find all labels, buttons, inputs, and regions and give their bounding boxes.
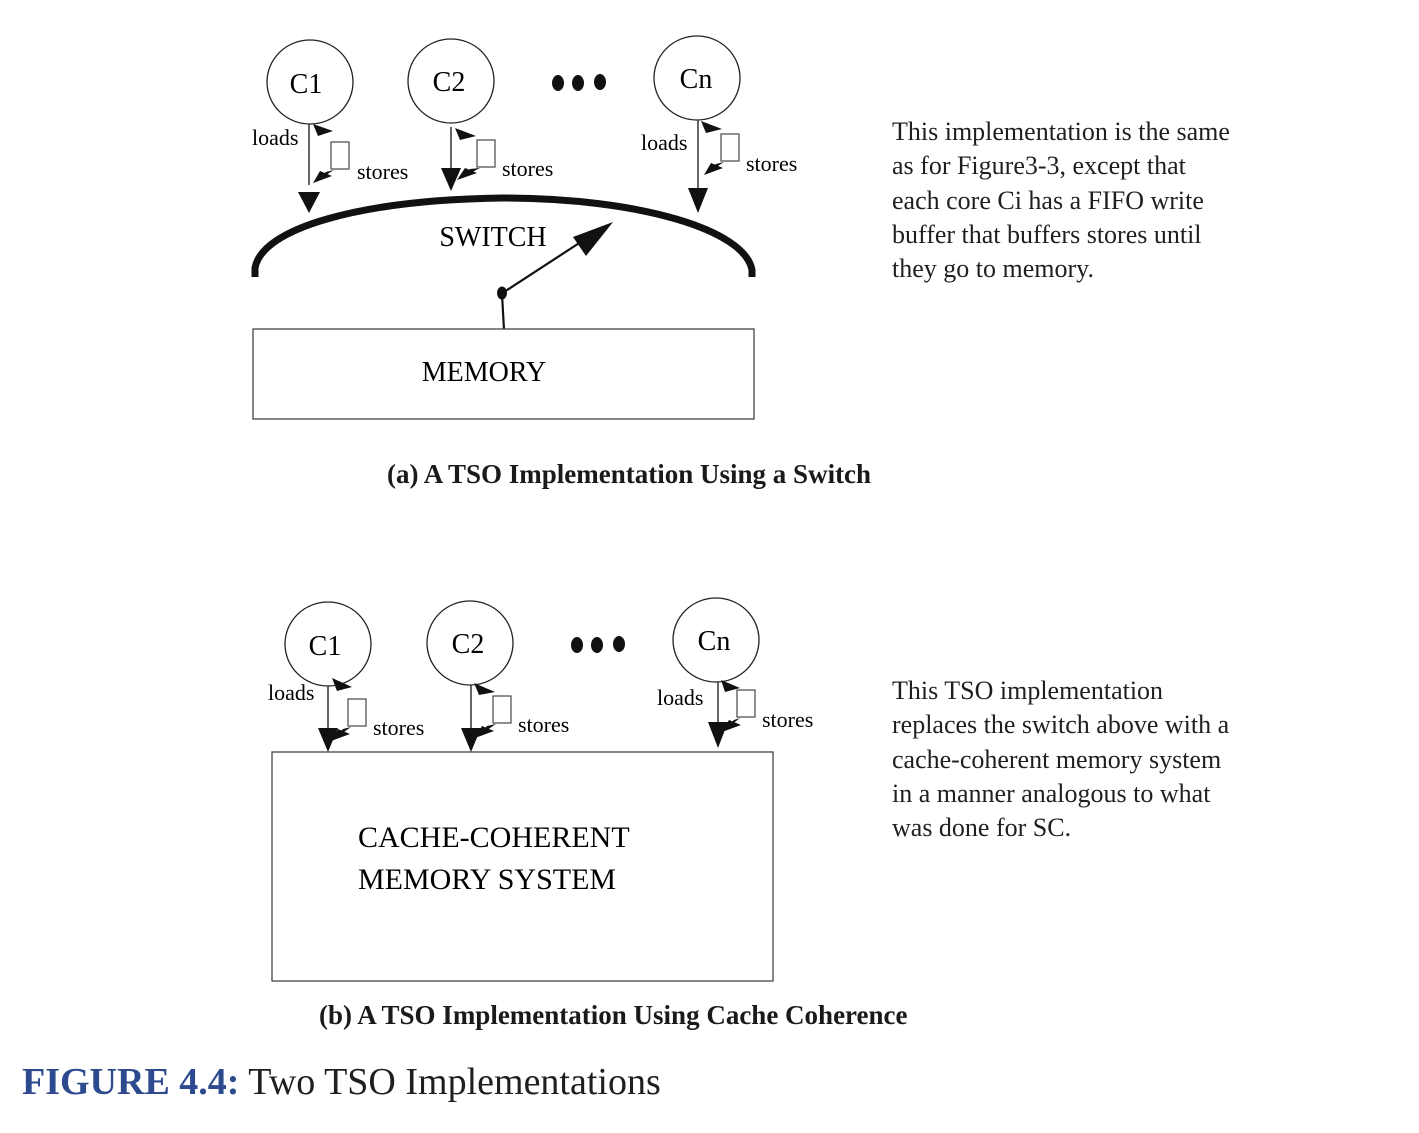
store-exit-arrowhead-icon	[475, 724, 496, 738]
memory-label-line2: MEMORY SYSTEM	[358, 863, 616, 896]
load-arrowhead-icon	[461, 728, 481, 752]
load-arrowhead-icon	[298, 192, 320, 213]
load-arrowhead-icon	[688, 188, 708, 213]
core-node: C2 stores	[426, 600, 569, 752]
loads-label: loads	[657, 685, 703, 710]
store-entry-arrowhead-icon	[701, 121, 722, 133]
store-entry-arrowhead-icon	[721, 680, 740, 692]
panel-a-caption: (a) A TSO Implementation Using a Switch	[387, 459, 872, 489]
store-entry-arrowhead-icon	[455, 128, 476, 140]
write-buffer-icon	[476, 139, 496, 168]
memory-label-line1: CACHE-COHERENT	[358, 821, 630, 854]
core-label: C2	[433, 67, 466, 98]
load-arrowhead-icon	[708, 722, 728, 748]
figure-caption: FIGURE 4.4: Two TSO Implementations	[22, 1060, 661, 1104]
write-buffer-icon	[492, 695, 512, 724]
core-node: Cn loads stores	[657, 597, 813, 748]
core-node: C1 loads stores	[268, 601, 424, 752]
load-arrowhead-icon	[318, 728, 338, 752]
write-buffer-icon	[347, 698, 367, 727]
figure-title: Two TSO Implementations	[239, 1061, 661, 1103]
load-arrowhead-icon	[441, 168, 461, 191]
store-exit-arrowhead-icon	[331, 727, 351, 741]
panel-a: C1 loads stores C2 stores	[251, 35, 797, 420]
write-buffer-icon	[330, 141, 350, 170]
core-label: Cn	[698, 626, 731, 657]
loads-label: loads	[268, 680, 314, 705]
core-node: Cn loads stores	[641, 35, 797, 213]
core-label: C1	[309, 631, 342, 662]
panel-b-description: This TSO implementation replaces the swi…	[892, 676, 1230, 843]
ellipsis-dots-icon	[552, 74, 606, 91]
core-node: C2 stores	[407, 38, 553, 191]
switch-label: SWITCH	[439, 222, 546, 253]
write-buffer-icon	[736, 689, 756, 718]
loads-label: loads	[641, 130, 687, 155]
core-label: C1	[290, 69, 323, 100]
core-label: Cn	[680, 64, 713, 95]
store-entry-arrowhead-icon	[474, 683, 495, 695]
switch-pointer-arrow-icon	[497, 222, 613, 331]
stores-label: stores	[357, 159, 408, 184]
store-exit-arrowhead-icon	[704, 162, 724, 175]
stores-label: stores	[373, 715, 424, 740]
panel-b: C1 loads stores C2 stores	[268, 597, 813, 982]
figure-number: FIGURE 4.4:	[22, 1061, 240, 1103]
memory-box	[252, 328, 755, 420]
write-buffer-icon	[720, 133, 740, 162]
switch-arc	[251, 194, 756, 277]
stores-label: stores	[502, 156, 553, 181]
panel-b-caption: (b) A TSO Implementation Using Cache Coh…	[319, 1000, 908, 1030]
panel-a-description: This implementation is the same as for F…	[892, 117, 1230, 284]
stores-label: stores	[518, 712, 569, 737]
store-entry-arrowhead-icon	[332, 678, 352, 691]
stores-label: stores	[746, 151, 797, 176]
stores-label: stores	[762, 707, 813, 732]
cache-coherent-memory-box	[271, 751, 774, 982]
store-exit-arrowhead-icon	[722, 718, 741, 732]
store-exit-arrowhead-icon	[457, 168, 480, 180]
ellipsis-dots-icon	[571, 636, 625, 653]
store-entry-arrowhead-icon	[313, 124, 333, 136]
memory-label: MEMORY	[422, 357, 546, 388]
loads-label: loads	[252, 125, 298, 150]
core-label: C2	[452, 629, 485, 660]
core-node: C1 loads stores	[252, 39, 408, 213]
store-exit-arrowhead-icon	[313, 170, 334, 183]
